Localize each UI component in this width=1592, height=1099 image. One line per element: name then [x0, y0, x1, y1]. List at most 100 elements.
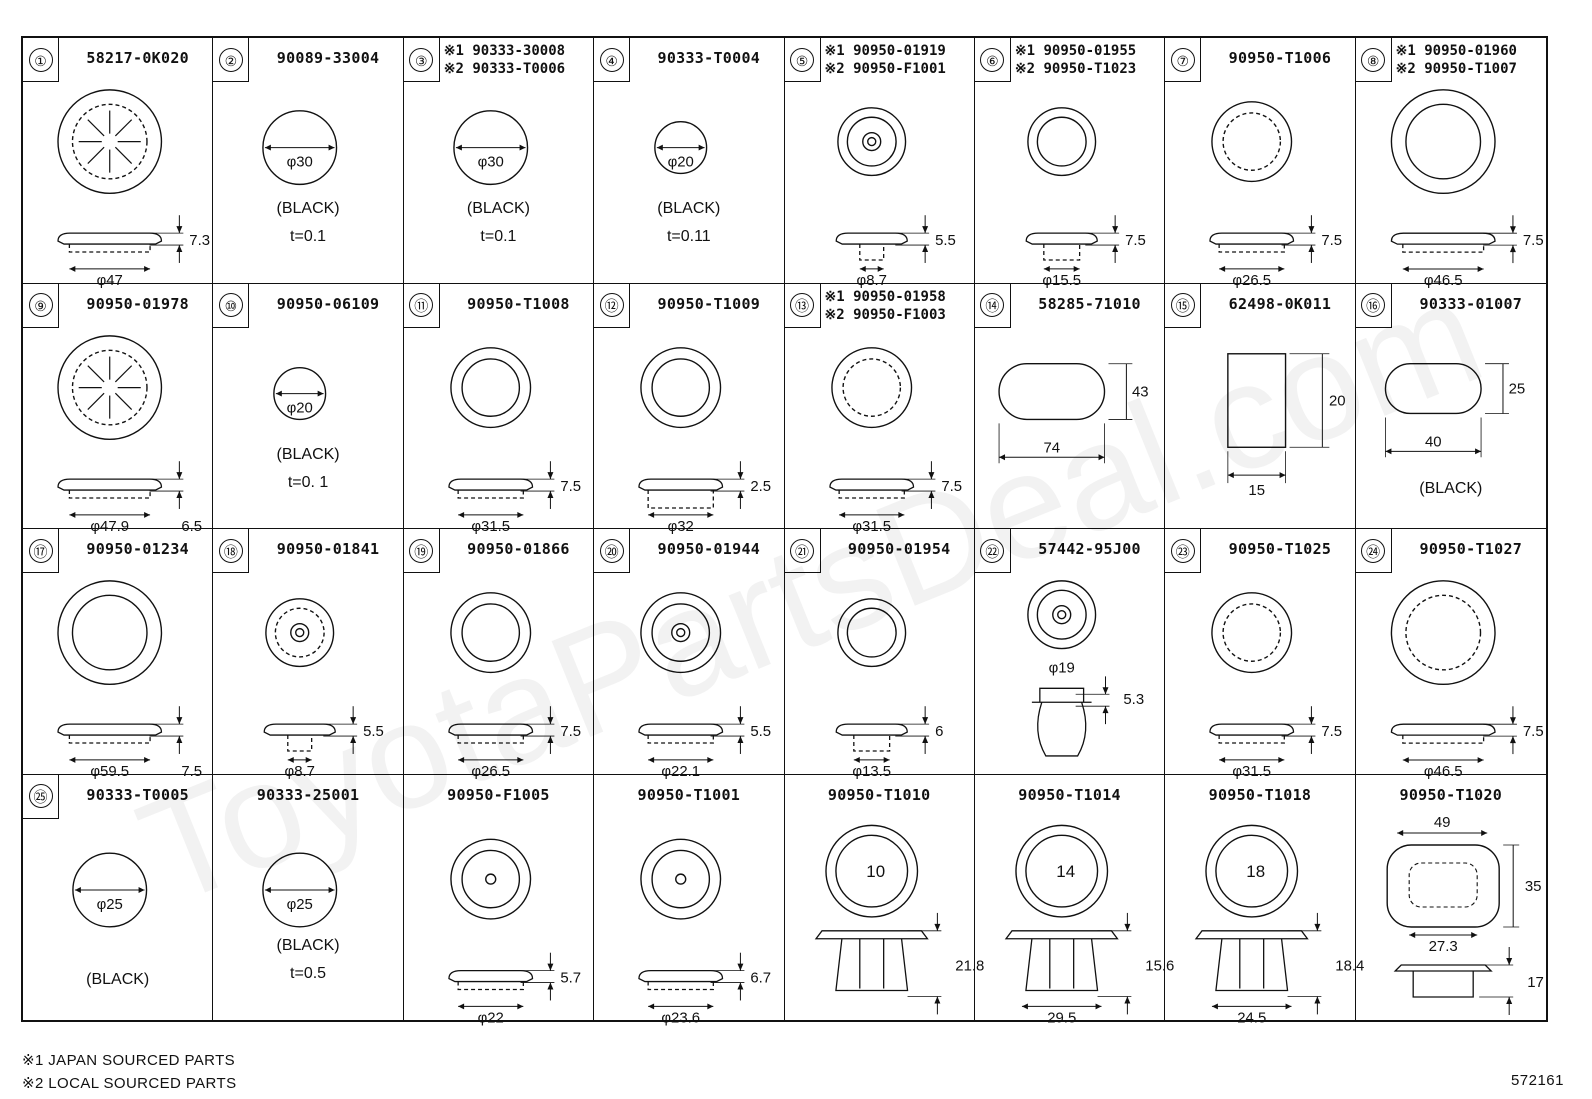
outline-circle	[846, 116, 897, 167]
dimension-label: φ31.5	[852, 517, 891, 534]
profile-outline	[834, 938, 908, 991]
outline-circle	[640, 346, 722, 428]
item-number-badge: ㉒	[974, 529, 1011, 573]
item-number-badge: ③	[403, 38, 440, 82]
outline-circle	[71, 103, 148, 180]
color-note: (BLACK)	[276, 936, 340, 954]
profile-outline	[57, 477, 163, 491]
dimension-label: φ31.5	[471, 517, 510, 534]
profile-outline	[858, 244, 884, 261]
outline-circle	[1222, 603, 1282, 662]
outline-circle	[1211, 592, 1293, 674]
color-note: (BLACK)	[276, 200, 340, 217]
profile-outline	[457, 735, 524, 744]
item-number: ⑫	[599, 293, 624, 317]
item-number: ⑥	[980, 47, 1005, 72]
item-number-badge: ㉑	[784, 529, 821, 573]
item-number: ⑯	[1361, 293, 1386, 317]
outline-circle	[1051, 605, 1072, 625]
profile-outline	[448, 723, 533, 736]
dimension-label: 5.5	[935, 232, 956, 249]
part-drawing: φ30	[262, 110, 338, 186]
outline-circle	[1404, 103, 1481, 180]
part-drawing: φ25	[262, 852, 338, 928]
outline-circle	[1390, 580, 1496, 686]
part-number-variants: ※1 90950-01955※2 90950-T1023	[1015, 42, 1162, 78]
outline-circle	[651, 603, 711, 662]
dimension-label: 10	[866, 862, 885, 881]
part-number: 90950-F1005	[447, 785, 550, 804]
part-number: 90950-T1010	[827, 785, 931, 804]
dimension-label: φ26.5	[1233, 272, 1272, 289]
outline-circle	[273, 366, 327, 420]
square-tape-outline	[1227, 352, 1287, 448]
outline-circle	[640, 838, 722, 920]
outline-circle	[846, 607, 897, 658]
dimension-label: 40	[1425, 433, 1442, 450]
outline-circle	[1215, 834, 1289, 908]
part-number-variants: ※1 90950-01919※2 90950-F1001	[825, 42, 972, 78]
part-number: ※2 90950-F1003	[824, 306, 946, 323]
profile-outline	[57, 232, 163, 245]
color-note: (BLACK)	[1419, 479, 1483, 497]
item-number-badge: ⑫	[594, 283, 631, 328]
item-number: ⑨	[28, 293, 53, 317]
outline-circle	[449, 838, 531, 920]
item-number-badge: ⑩	[213, 283, 250, 328]
outline-circle	[651, 849, 711, 908]
dimension-label: 15.6	[1145, 957, 1174, 974]
color-note: (BLACK)	[276, 445, 340, 463]
item-number: ⑧	[1361, 47, 1386, 72]
outline-circle	[830, 346, 912, 428]
dimension-label: φ31.5	[1233, 763, 1272, 780]
dimension-label: φ46.5	[1423, 763, 1462, 780]
part-drawing: φ20	[273, 366, 327, 420]
item-number-badge: ⑰	[23, 529, 59, 573]
outline-circle	[262, 852, 338, 928]
part-number: ※1 90333-30008	[443, 43, 566, 59]
dimension-label: 18	[1247, 862, 1266, 881]
part-number: ※2 90950-T1023	[1014, 61, 1137, 77]
outline-circle	[295, 627, 305, 638]
item-number-badge: ①	[23, 38, 59, 82]
outline-circle	[1222, 112, 1282, 171]
outline-circle	[452, 110, 528, 186]
item-number: ⑪	[409, 293, 434, 317]
profile-outline	[647, 981, 715, 990]
drawing-number: 572161	[1510, 1072, 1564, 1089]
part-number: ※1 90950-01958	[824, 288, 946, 305]
part-number: 58217-0K020	[86, 49, 189, 67]
outline-circle	[824, 824, 918, 918]
profile-outline	[1004, 929, 1119, 939]
item-number: ㉔	[1361, 538, 1386, 563]
item-number: ㉕	[28, 784, 53, 808]
dimension-label: 5.7	[560, 969, 581, 986]
part-number: ※2 90950-T1007	[1395, 61, 1517, 77]
part-number: 90950-T1009	[657, 294, 761, 313]
item-number: ㉑	[790, 538, 814, 563]
outline-circle	[290, 622, 310, 643]
dimension-label: φ47	[97, 272, 123, 289]
item-number-badge: ㉕	[23, 774, 59, 819]
outline-circle	[71, 594, 148, 671]
item-number-badge: ④	[594, 38, 631, 82]
outline-circle	[836, 107, 906, 177]
item-number-badge: ⑧	[1355, 38, 1392, 82]
profile-outline	[1031, 687, 1092, 757]
item-number: ③	[409, 47, 434, 72]
dimension-label: 5.5	[750, 723, 771, 740]
